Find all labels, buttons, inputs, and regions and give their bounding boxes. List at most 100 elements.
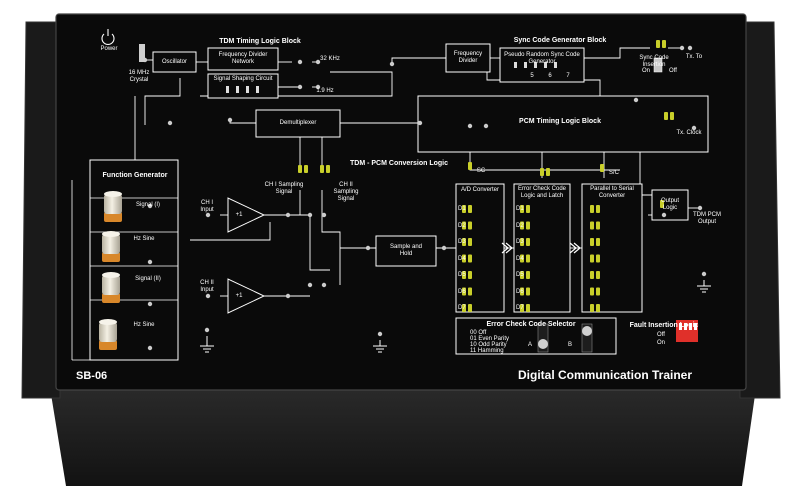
error-selector-title: Error Check Code Selector: [486, 321, 576, 328]
knob-top: [102, 231, 120, 237]
test-point[interactable]: [417, 120, 423, 126]
test-point[interactable]: [389, 61, 395, 67]
knob-top: [104, 191, 122, 197]
amplitude-knob[interactable]: [99, 322, 117, 342]
pcm-timing-block-title: PCM Timing Logic Block: [519, 118, 601, 125]
test-point[interactable]: [365, 245, 371, 251]
data-bit-label: D2: [516, 222, 524, 229]
test-point[interactable]: [633, 97, 639, 103]
oscillator-block: [152, 51, 197, 73]
test-point[interactable]: [661, 212, 667, 218]
test-point[interactable]: [483, 123, 489, 129]
fg-row-sine-1: Hz Sine: [133, 236, 155, 242]
data-bit-label: D1: [458, 206, 466, 212]
data-bit-label: D7: [458, 305, 466, 311]
test-point[interactable]: [697, 205, 703, 211]
parallel-serial-label: Parallel to Serial Converter: [590, 186, 634, 199]
function-generator-knobs: [99, 191, 122, 350]
signal-shaping-block: [207, 73, 279, 99]
data-led: [596, 254, 600, 263]
enclosure-lower-body: [50, 388, 756, 486]
test-point[interactable]: [147, 203, 153, 209]
test-point[interactable]: [204, 327, 210, 333]
test-point[interactable]: [701, 271, 707, 277]
tx-to-label: Tx. To: [685, 54, 703, 60]
led-indicators: [139, 40, 674, 312]
test-point[interactable]: [307, 212, 313, 218]
data-led: [590, 238, 594, 246]
data-led: [462, 205, 466, 213]
test-point[interactable]: [467, 123, 473, 129]
selector-row-even: 01 Even Parity: [470, 336, 510, 342]
selector-switch-b[interactable]: [581, 323, 593, 353]
sync-code-switch[interactable]: [653, 57, 663, 73]
amplitude-knob[interactable]: [104, 194, 122, 214]
sync-pin: [544, 62, 547, 68]
data-led: [462, 304, 466, 312]
data-led: [520, 221, 524, 230]
data-led: [468, 238, 472, 246]
data-led: [520, 304, 524, 312]
oscillator-label: Oscillator: [161, 59, 187, 65]
sample-hold-block: [375, 235, 437, 267]
sync-led: [656, 40, 660, 48]
knob-base: [99, 340, 117, 350]
sync-digit-5: 5: [530, 73, 534, 79]
test-point[interactable]: [297, 84, 303, 90]
test-point[interactable]: [147, 345, 153, 351]
amp-ch2-label: +1: [235, 293, 243, 299]
fault-off-label: Off: [657, 332, 665, 338]
test-point[interactable]: [307, 282, 313, 288]
amplitude-knob[interactable]: [102, 275, 120, 295]
power-icon[interactable]: [101, 29, 115, 45]
amplitude-knob[interactable]: [102, 234, 120, 254]
sync-pin: [554, 62, 557, 68]
s-c-label: S/C: [608, 170, 619, 176]
test-point[interactable]: [377, 331, 383, 337]
test-point[interactable]: [285, 293, 291, 299]
selector-switch-a[interactable]: [537, 323, 549, 353]
fault-insertion-label: Fault Insertion Logic: [629, 322, 699, 329]
data-bit-label: D2: [458, 222, 466, 229]
shaping-pin: [226, 86, 229, 93]
knob-base: [102, 293, 120, 303]
test-point[interactable]: [297, 59, 303, 65]
test-point[interactable]: [167, 120, 173, 126]
test-point[interactable]: [315, 59, 321, 65]
data-led: [462, 287, 466, 296]
model-label: SB-06: [76, 370, 108, 382]
sync-pin: [534, 62, 537, 68]
product-title: Digital Communication Trainer: [518, 368, 693, 382]
test-point[interactable]: [147, 259, 153, 265]
sync-off-label: Off: [669, 68, 677, 74]
data-led: [596, 304, 600, 312]
freq-divider-label: Frequency Divider: [453, 51, 483, 64]
crystal-label: 16 MHz Crystal: [128, 70, 150, 83]
data-led: [468, 271, 472, 279]
test-point[interactable]: [321, 212, 327, 218]
test-point[interactable]: [441, 245, 447, 251]
fault-dip-switch[interactable]: [676, 320, 698, 342]
data-bit-label: D1: [516, 206, 524, 212]
test-point[interactable]: [687, 45, 693, 51]
test-point[interactable]: [285, 212, 291, 218]
output-logic-label: Output Logic: [660, 198, 679, 211]
test-point[interactable]: [205, 293, 211, 299]
test-point[interactable]: [315, 84, 321, 90]
switch-b-label: B: [567, 342, 572, 348]
shaping-pin: [246, 86, 249, 93]
test-point[interactable]: [679, 45, 685, 51]
data-bit-label: D4: [516, 255, 524, 262]
ground-symbols: [200, 280, 711, 353]
test-point[interactable]: [227, 117, 233, 123]
sync-on-label: On: [641, 68, 650, 74]
test-point[interactable]: [321, 282, 327, 288]
test-point[interactable]: [691, 125, 697, 131]
output-logic-block: [651, 189, 689, 221]
data-led: [468, 254, 472, 263]
test-point[interactable]: [147, 301, 153, 307]
freq-divider-block: [445, 43, 491, 73]
test-point[interactable]: [205, 212, 211, 218]
shaping-pin: [256, 86, 259, 93]
shaping-pin: [236, 86, 239, 93]
